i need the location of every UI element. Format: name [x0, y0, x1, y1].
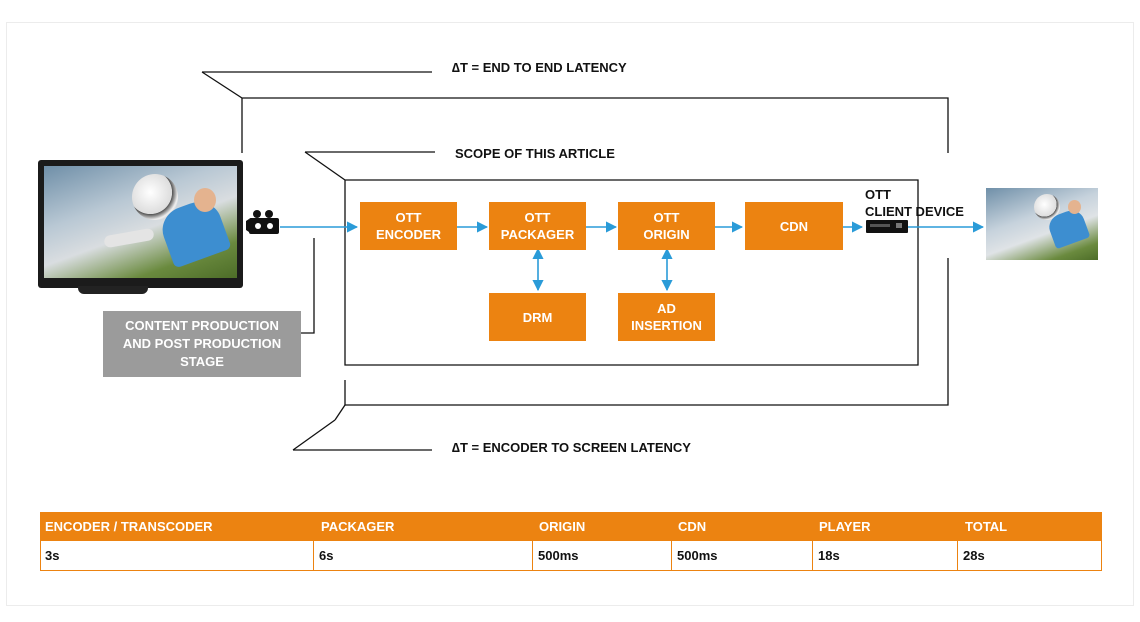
drm-box: DRM — [489, 293, 586, 341]
table-header-cell: ENCODER / TRANSCODER — [45, 519, 213, 534]
table-cell: 3s — [45, 548, 60, 563]
table-cell: 18s — [818, 548, 840, 563]
set-top-box-icon — [866, 220, 908, 233]
ott-encoder-box: OTT ENCODER — [360, 202, 457, 250]
table-cell: 500ms — [677, 548, 718, 563]
content-production-box: CONTENT PRODUCTION AND POST PRODUCTION S… — [103, 311, 301, 377]
ott-packager-box: OTT PACKAGER — [489, 202, 586, 250]
ad-insertion-box: AD INSERTION — [618, 293, 715, 341]
table-cell: 6s — [319, 548, 334, 563]
table-header-cell: PLAYER — [819, 519, 871, 534]
camera-icon — [246, 210, 279, 234]
table-header-cell: TOTAL — [965, 519, 1008, 534]
table-header-cell: PACKAGER — [321, 519, 395, 534]
cdn-box: CDN — [745, 202, 843, 250]
encoder-to-screen-latency-label: ∆T = ENCODER TO SCREEN LATENCY — [452, 440, 691, 455]
diagram-frame — [6, 22, 1134, 606]
client-device-label: OTT CLIENT DEVICE — [865, 187, 964, 219]
table-cell: 500ms — [538, 548, 579, 563]
client-screen-image — [986, 188, 1098, 260]
end-to-end-latency-label: ∆T = END TO END LATENCY — [452, 60, 627, 75]
table-header-cell: CDN — [678, 519, 707, 534]
latency-table: ENCODER / TRANSCODER PACKAGER ORIGIN CDN… — [40, 512, 1102, 571]
television-image — [38, 160, 243, 288]
encoder-to-screen-bracket — [344, 258, 949, 406]
television-stand — [78, 286, 148, 294]
table-header-cell: ORIGIN — [539, 519, 586, 534]
ott-origin-box: OTT ORIGIN — [618, 202, 715, 250]
table-header-row — [41, 513, 1101, 541]
scope-label: SCOPE OF THIS ARTICLE — [455, 146, 615, 161]
table-cell: 28s — [963, 548, 985, 563]
